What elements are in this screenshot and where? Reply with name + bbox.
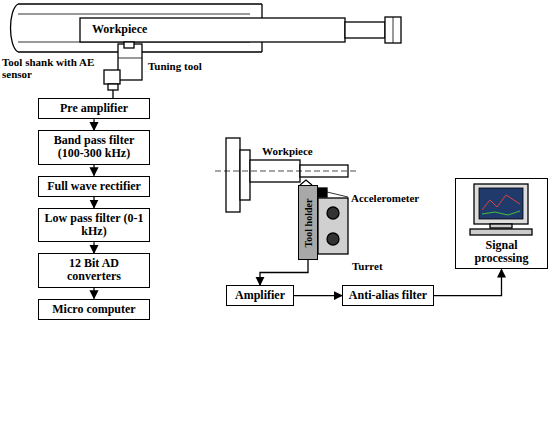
node-text: Micro computer <box>43 303 145 316</box>
turret <box>318 198 348 254</box>
signal-arrow <box>93 288 94 299</box>
computer-box: Signal processing <box>455 178 548 269</box>
node-text: Pre amplifier <box>43 102 145 115</box>
signal-arrow <box>260 260 308 285</box>
part-label: Tool shank with AE sensor <box>2 56 102 80</box>
process-box: Anti-alias filter <box>342 285 434 306</box>
process-box: 12 Bit AD converters <box>38 253 150 287</box>
accelerometer-leader <box>327 192 348 197</box>
part-label: Tuning tool <box>148 60 202 72</box>
process-box: Amplifier <box>226 285 294 306</box>
sensor-wire <box>112 90 113 98</box>
screen <box>479 188 523 219</box>
part-label: Turret <box>352 260 383 272</box>
node-text: Full wave rectifier <box>43 180 145 193</box>
computer-base <box>490 224 512 228</box>
workpiece-part <box>80 18 345 42</box>
end-nut <box>385 17 401 43</box>
signal-arrow <box>93 119 94 130</box>
chuck <box>226 138 240 212</box>
process-box: Pre amplifier <box>38 98 150 119</box>
turning-tool <box>118 44 142 80</box>
signal-arrow <box>294 295 342 296</box>
ae-sensor <box>108 84 118 90</box>
chuck-jaw <box>240 150 250 200</box>
node-text: Tool holder <box>303 198 314 247</box>
signal-arrow <box>93 242 94 253</box>
tool-insert <box>124 42 134 48</box>
process-box: Full wave rectifier <box>38 176 150 197</box>
tool-holder: Tool holder <box>298 185 318 260</box>
center-line <box>215 171 358 172</box>
part-label: Workpiece <box>92 23 147 36</box>
part-label: Workpiece <box>262 145 313 157</box>
node-text: Amplifier <box>231 289 289 302</box>
process-box: Micro computer <box>38 299 150 320</box>
tool-shank <box>104 70 120 84</box>
process-box: Band pass filter (100-300 kHz) <box>38 130 150 164</box>
signal-arrow <box>434 269 502 295</box>
keyboard <box>470 229 532 235</box>
monitor <box>474 184 528 224</box>
node-text: 12 Bit AD converters <box>43 257 145 283</box>
signal-arrow <box>93 165 94 176</box>
signal-arrow <box>93 197 94 208</box>
node-text: Low pass filter (0-1 kHz) <box>43 212 145 238</box>
process-box: Low pass filter (0-1 kHz) <box>38 208 150 242</box>
accelerometer <box>318 188 327 197</box>
part-label: Accelerometer <box>351 192 419 204</box>
workpiece-end <box>345 22 385 38</box>
node-text: Signal processing <box>460 239 543 265</box>
node-text: Band pass filter (100-300 kHz) <box>43 134 145 160</box>
node-text: Anti-alias filter <box>347 289 429 302</box>
